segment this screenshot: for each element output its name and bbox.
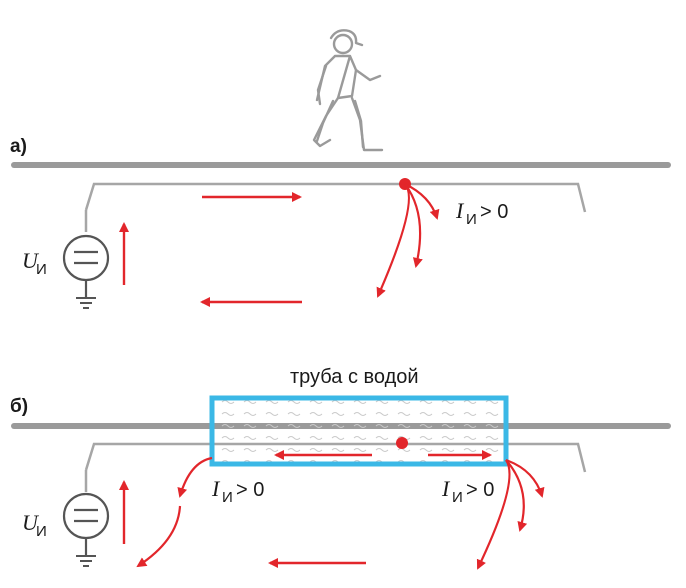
water-fill xyxy=(212,398,506,464)
voltage-source-icon xyxy=(62,492,110,556)
panel-b-label: б) xyxy=(10,396,28,417)
source-subscript-a: И xyxy=(36,261,47,278)
current-subscript-b-right: И xyxy=(452,489,463,506)
current-condition-a: > 0 xyxy=(480,201,508,223)
leak-point-b xyxy=(396,437,408,449)
conductor-a xyxy=(84,182,587,213)
current-condition-b-left: > 0 xyxy=(236,479,264,501)
current-subscript-a: И xyxy=(466,211,477,228)
panel-b: б) труба с водой U И xyxy=(10,366,671,570)
ground-icon xyxy=(76,297,96,309)
current-label-a: I xyxy=(455,198,465,223)
source-subscript-b: И xyxy=(36,523,47,540)
ground-icon xyxy=(76,555,96,567)
walking-worker-icon xyxy=(312,29,384,152)
water-pipe-frame xyxy=(209,395,509,467)
current-label-b-left: I xyxy=(211,476,221,501)
panel-a-label: а) xyxy=(10,136,27,157)
panel-a: а) xyxy=(10,29,671,309)
pipe-label: труба с водой xyxy=(290,366,419,388)
voltage-source-icon xyxy=(62,234,110,298)
current-subscript-b-left: И xyxy=(222,489,233,506)
current-condition-b-right: > 0 xyxy=(466,479,494,501)
source-label-a: U xyxy=(22,248,40,273)
current-label-b-right: I xyxy=(441,476,451,501)
source-label-b: U xyxy=(22,510,40,535)
